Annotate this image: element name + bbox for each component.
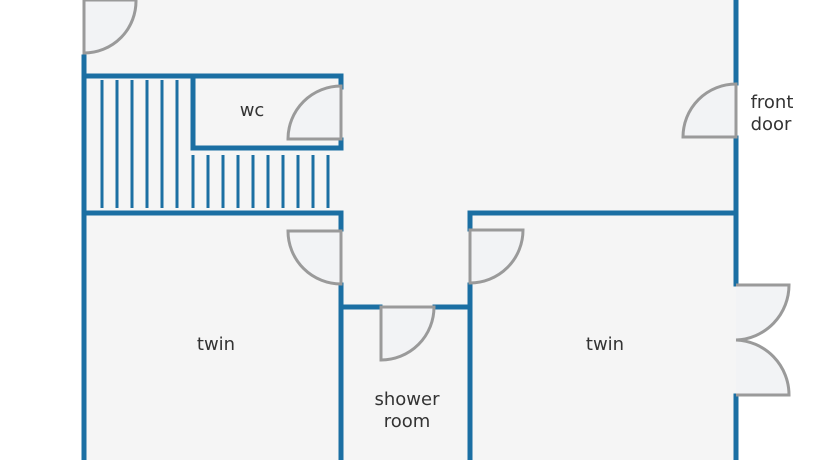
wc-door-swing — [286, 84, 343, 141]
french-door-right-swing — [735, 338, 791, 397]
front-door-swing — [681, 82, 738, 139]
label-wc: wc — [240, 100, 265, 121]
top-left-door-swing — [82, 0, 138, 55]
twin-left-door-swing — [286, 229, 343, 286]
walls — [81, 0, 739, 460]
doors — [82, 0, 791, 397]
label-twin-left: twin — [197, 334, 235, 355]
label-shower-2: room — [384, 411, 431, 432]
stairs — [100, 80, 330, 208]
room-labels: wc front door twin shower room twin — [197, 92, 794, 432]
french-door-left-swing — [735, 283, 791, 342]
label-shower-1: shower — [375, 389, 441, 410]
label-front-door-2: door — [751, 114, 792, 135]
shower-door-swing — [379, 305, 436, 362]
twin-right-door-swing — [468, 228, 525, 285]
label-twin-right: twin — [586, 334, 624, 355]
label-front-door-1: front — [751, 92, 794, 113]
